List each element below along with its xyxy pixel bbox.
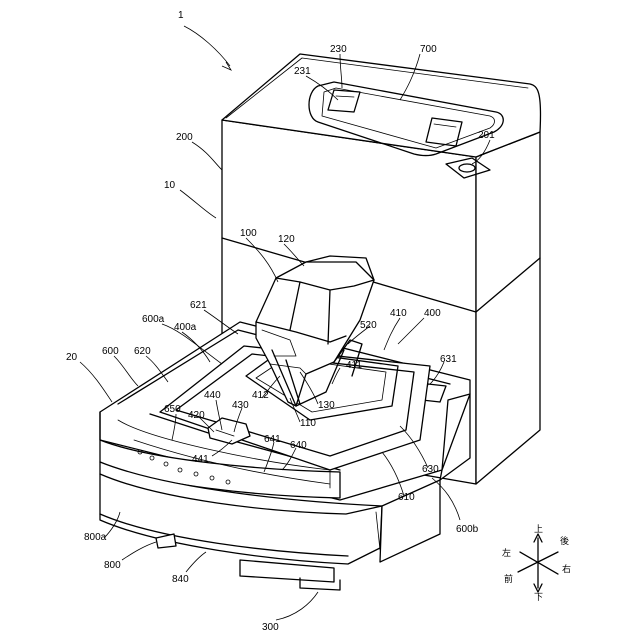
label-800: 800 [104,560,121,571]
label-800a: 800a [84,532,107,543]
label-130: 130 [318,400,335,411]
label-600a: 600a [142,314,165,325]
label-400a: 400a [174,322,197,333]
label-100: 100 [240,228,257,239]
label-620: 620 [134,346,151,357]
label-600: 600 [102,346,119,357]
label-231: 231 [294,66,311,77]
label-700: 700 [420,44,437,55]
direction-down-label: 下 [534,593,543,603]
label-410: 410 [390,308,407,319]
label-610: 610 [398,492,415,503]
direction-front-label: 前 [504,573,513,585]
label-440: 440 [204,390,221,401]
direction-back-label: 後 [560,535,569,547]
label-650: 650 [164,404,181,415]
label-110: 110 [300,418,316,429]
label-630: 630 [422,464,439,475]
label-430: 430 [232,400,249,411]
label-420: 420 [188,410,205,421]
label-120: 120 [278,234,295,245]
label-200: 200 [176,132,193,143]
label-400: 400 [424,308,441,319]
label-201: 201 [478,130,495,141]
label-600b: 600b [456,524,479,535]
label-412: 412 [252,390,269,401]
direction-left-label: 左 [502,547,511,559]
label-640: 640 [290,440,307,451]
direction-right-label: 右 [562,563,571,575]
label-1: 1 [178,10,184,21]
direction-up-label: 上 [534,524,543,535]
label-230: 230 [330,44,347,55]
label-631: 631 [440,354,457,365]
label-411: 411 [346,360,362,371]
label-840: 840 [172,574,189,585]
label-10: 10 [164,180,176,191]
label-20: 20 [66,352,78,363]
label-520: 520 [360,320,377,331]
label-641: 641 [264,434,281,445]
direction-indicator [518,534,558,592]
label-621: 621 [190,300,207,311]
label-300: 300 [262,622,279,633]
label-441: 441 [192,454,209,465]
